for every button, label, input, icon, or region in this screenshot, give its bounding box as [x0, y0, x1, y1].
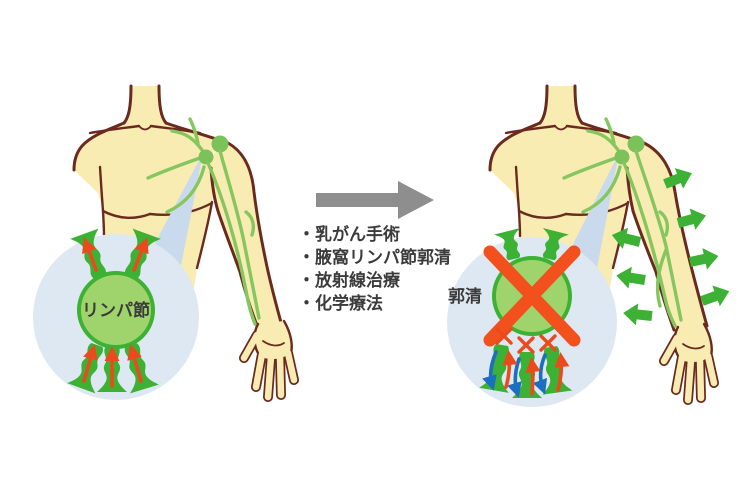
cut-mark-x-icons — [495, 327, 557, 354]
dissection-label: 郭清 — [448, 286, 482, 307]
lymph-node-magnifier-before: リンパ節 — [33, 228, 199, 400]
flow-up-arrow-icons — [82, 237, 149, 388]
cause-item-2: ・腋窩リンパ節郭清 — [298, 247, 451, 268]
hand-before — [244, 321, 294, 397]
transition-annotation: ・乳がん手術 ・腋窩リンパ節郭清 ・放射線治療 ・化学療法 — [298, 181, 451, 314]
transition-right-arrow-icon — [316, 181, 434, 219]
outward-arrow-icon — [698, 280, 734, 312]
lymph-node-magnifier-after: 郭清 — [447, 228, 617, 407]
lymph-vessels-arm-before — [206, 149, 261, 326]
red-cross-icon — [483, 245, 581, 347]
lymph-node-label: リンパ節 — [82, 300, 150, 321]
outward-arrow-icon — [614, 264, 647, 291]
hand-after — [664, 324, 714, 400]
cause-item-4: ・化学療法 — [298, 293, 383, 314]
lymph-vessels-arm-after — [622, 149, 683, 328]
magnifier-beam-before — [148, 153, 203, 271]
after-figure: 郭清 — [447, 84, 734, 407]
before-figure: リンパ節 — [33, 84, 294, 400]
outward-arrow-icon — [622, 302, 654, 327]
cause-item-3: ・放射線治療 — [298, 270, 401, 291]
backflow-down-arrow-icons — [482, 350, 548, 398]
cause-item-1: ・乳がん手術 — [298, 224, 400, 245]
blocked-up-arrow-icons — [502, 349, 570, 396]
